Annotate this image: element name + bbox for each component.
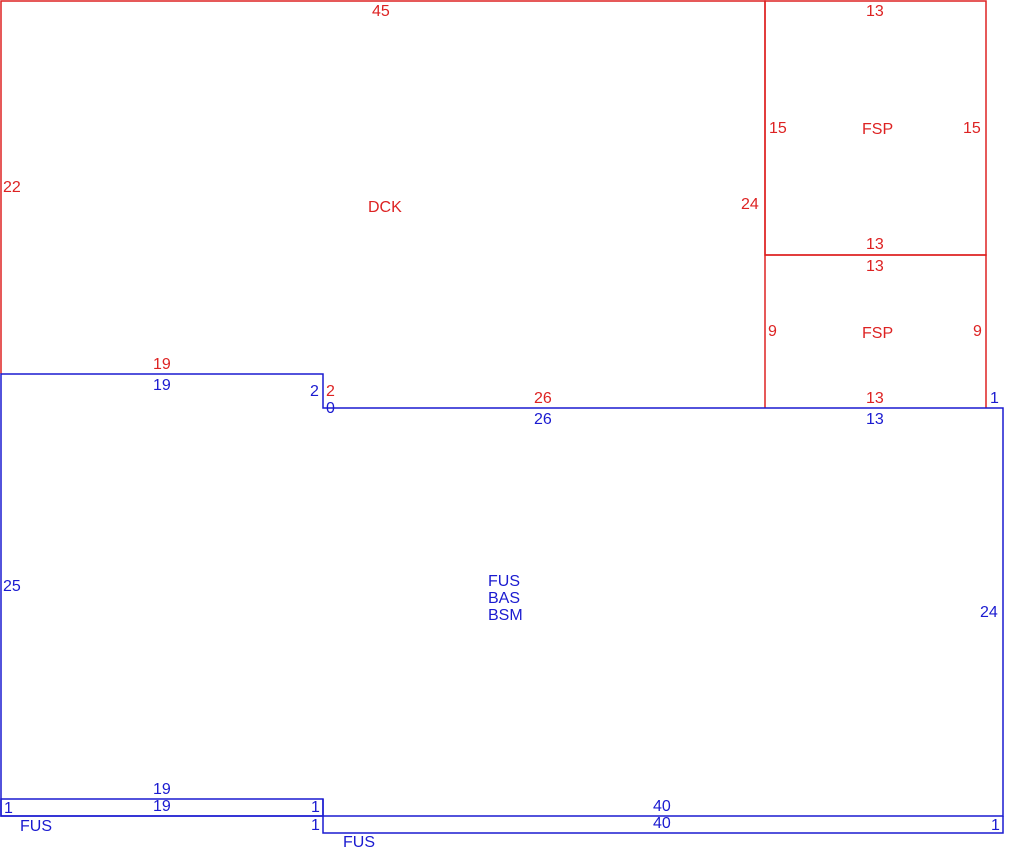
main-left-dimension: 25 — [3, 578, 21, 595]
fsp-top-top-dimension: 13 — [866, 3, 884, 20]
dck-right-dimension: 24 — [741, 196, 759, 213]
dck-bottom-mid-dimension: 26 — [534, 390, 552, 407]
fsp-bottom-zone-outline — [765, 254, 987, 408]
main-step-dimension: 2 — [310, 383, 319, 400]
main-zone-label-3: BSM — [488, 607, 523, 624]
main-right-dimension: 24 — [980, 604, 998, 621]
fsp-top-label: FSP — [862, 121, 893, 138]
fus-right-strip-right-dimension: 1 — [991, 817, 1000, 834]
main-top-left-dimension: 19 — [153, 377, 171, 394]
fsp-bottom-left-dimension: 9 — [768, 323, 777, 340]
fus-right-strip-outline — [322, 799, 1004, 834]
fus-right-strip-top-dimension: 40 — [653, 815, 671, 832]
fsp-bottom-bottom-dimension: 13 — [866, 390, 884, 407]
dck-left-dimension: 22 — [3, 179, 21, 196]
main-zone-label-2: BAS — [488, 590, 520, 607]
fus-left-strip-right-bottom-dimension: 1 — [311, 817, 320, 834]
main-step-base-dimension: 0 — [326, 400, 335, 417]
fsp-top-right-dimension: 15 — [963, 120, 981, 137]
dck-step-dimension: 2 — [326, 383, 335, 400]
fus-right-strip-label: FUS — [343, 834, 375, 851]
main-top-right-dimension: 13 — [866, 411, 884, 428]
fsp-top-left-dimension: 15 — [769, 120, 787, 137]
fsp-bottom-label: FSP — [862, 325, 893, 342]
fus-left-strip-left-dimension: 1 — [4, 800, 13, 817]
fus-left-strip-top-dimension: 19 — [153, 798, 171, 815]
main-top-mid-dimension: 26 — [534, 411, 552, 428]
fsp-top-bottom-dimension: 13 — [866, 236, 884, 253]
dck-bottom-left-dimension: 19 — [153, 356, 171, 373]
main-bottom-right-dimension: 40 — [653, 798, 671, 815]
fsp-bottom-right-dimension: 9 — [973, 323, 982, 340]
main-zone-label-1: FUS — [488, 573, 520, 590]
fus-left-strip-label: FUS — [20, 818, 52, 835]
fus-left-strip-right-top-dimension: 1 — [311, 799, 320, 816]
dck-top-dimension: 45 — [372, 3, 390, 20]
fsp-bottom-top-dimension: 13 — [866, 258, 884, 275]
main-corner-dimension: 1 — [990, 390, 999, 407]
dck-label: DCK — [368, 199, 402, 216]
main-bottom-left-dimension: 19 — [153, 781, 171, 798]
